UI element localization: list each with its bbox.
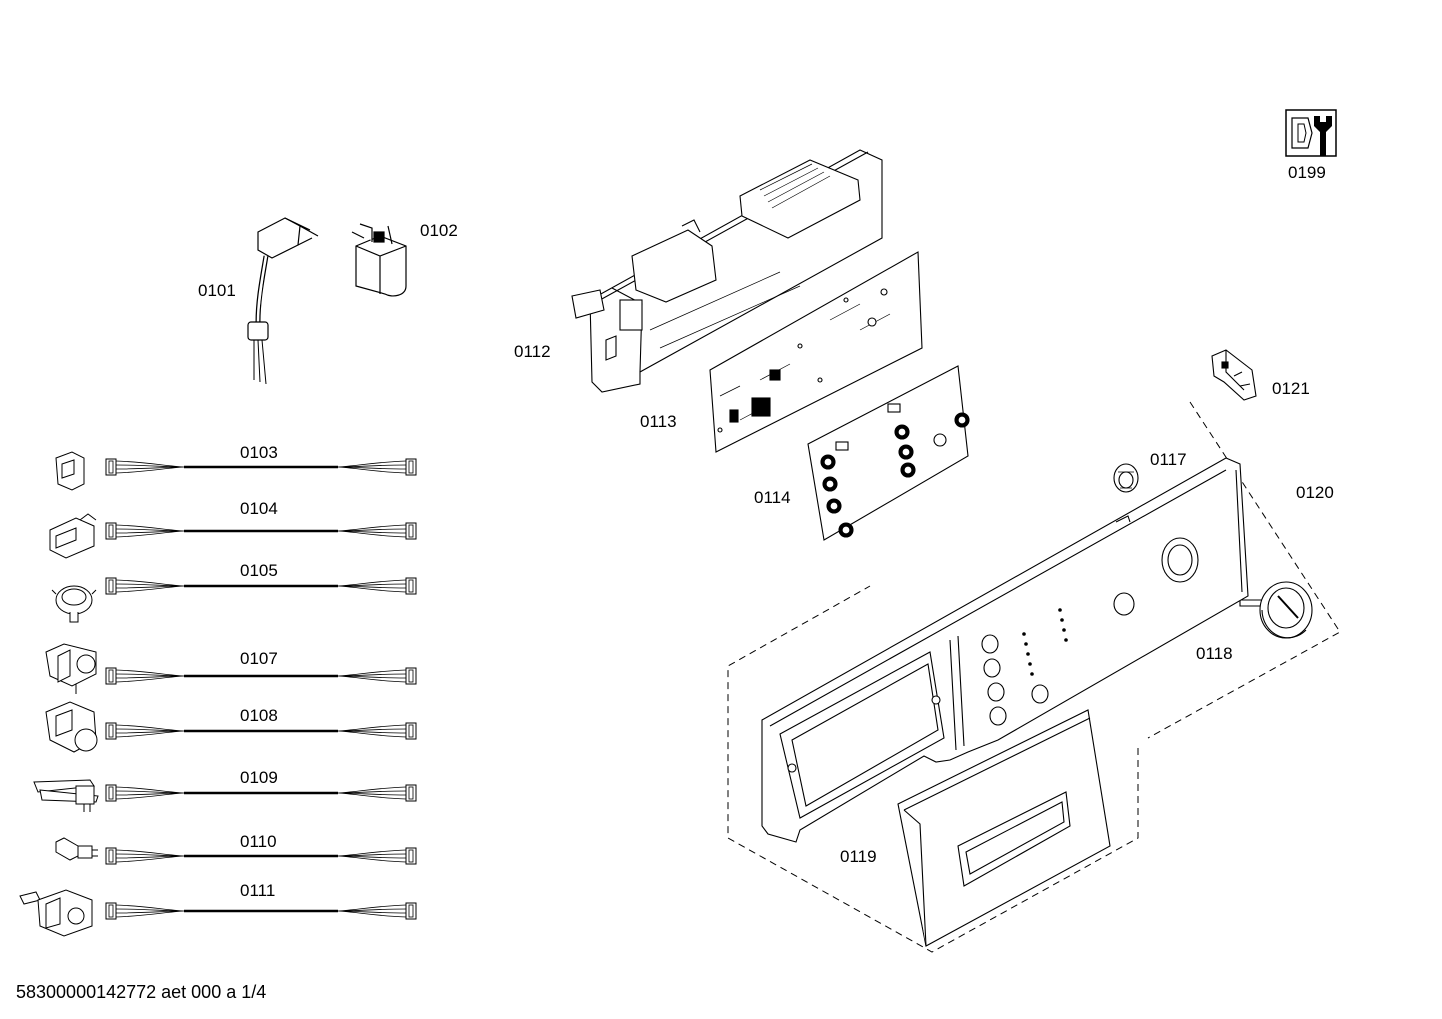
label-0107: 0107	[240, 649, 278, 668]
component-0107-icon	[45, 643, 97, 694]
label-0119: 0119	[840, 847, 877, 866]
wrench-tool-icon	[1285, 109, 1337, 157]
label-0102: 0102	[420, 221, 458, 240]
program-knob	[1239, 581, 1313, 639]
component-0103-icon	[55, 451, 85, 491]
bracket-part	[1211, 349, 1257, 401]
label-0118: 0118	[1196, 644, 1233, 663]
label-0111: 0111	[240, 881, 276, 900]
label-0104: 0104	[240, 499, 278, 518]
drawer-handle	[897, 709, 1111, 947]
harness-0104	[104, 521, 418, 541]
label-0103: 0103	[240, 443, 278, 462]
label-0108: 0108	[240, 706, 278, 725]
interference-suppressor	[351, 223, 407, 297]
component-0109-icon	[33, 779, 99, 812]
label-0113: 0113	[640, 412, 677, 431]
mains-plug-cable	[247, 217, 319, 385]
label-0109: 0109	[240, 768, 278, 787]
display-pcb	[807, 365, 970, 541]
harness-0111	[104, 901, 418, 921]
component-0104-icon	[49, 513, 97, 559]
control-panel-fascia	[761, 457, 1249, 843]
label-0105: 0105	[240, 561, 278, 580]
component-0108-icon	[45, 701, 98, 753]
label-0121: 0121	[1272, 379, 1310, 398]
component-0110-icon	[55, 837, 98, 861]
harness-0107	[104, 666, 418, 686]
label-0112: 0112	[514, 342, 551, 361]
document-footer-id: 58300000142772 aet 000 a 1/4	[16, 982, 267, 1002]
main-pcb	[709, 251, 923, 453]
label-0117: 0117	[1150, 450, 1187, 469]
component-0105-icon	[51, 585, 97, 623]
label-0101: 0101	[198, 281, 236, 300]
label-0114: 0114	[754, 488, 791, 507]
label-0199: 0199	[1288, 163, 1326, 182]
small-knob	[1113, 463, 1139, 493]
component-0111-icon	[19, 889, 93, 937]
label-0120: 0120	[1296, 483, 1334, 502]
assembly-outline	[727, 401, 1341, 953]
control-module-frame	[571, 149, 883, 393]
label-0110: 0110	[240, 832, 277, 851]
